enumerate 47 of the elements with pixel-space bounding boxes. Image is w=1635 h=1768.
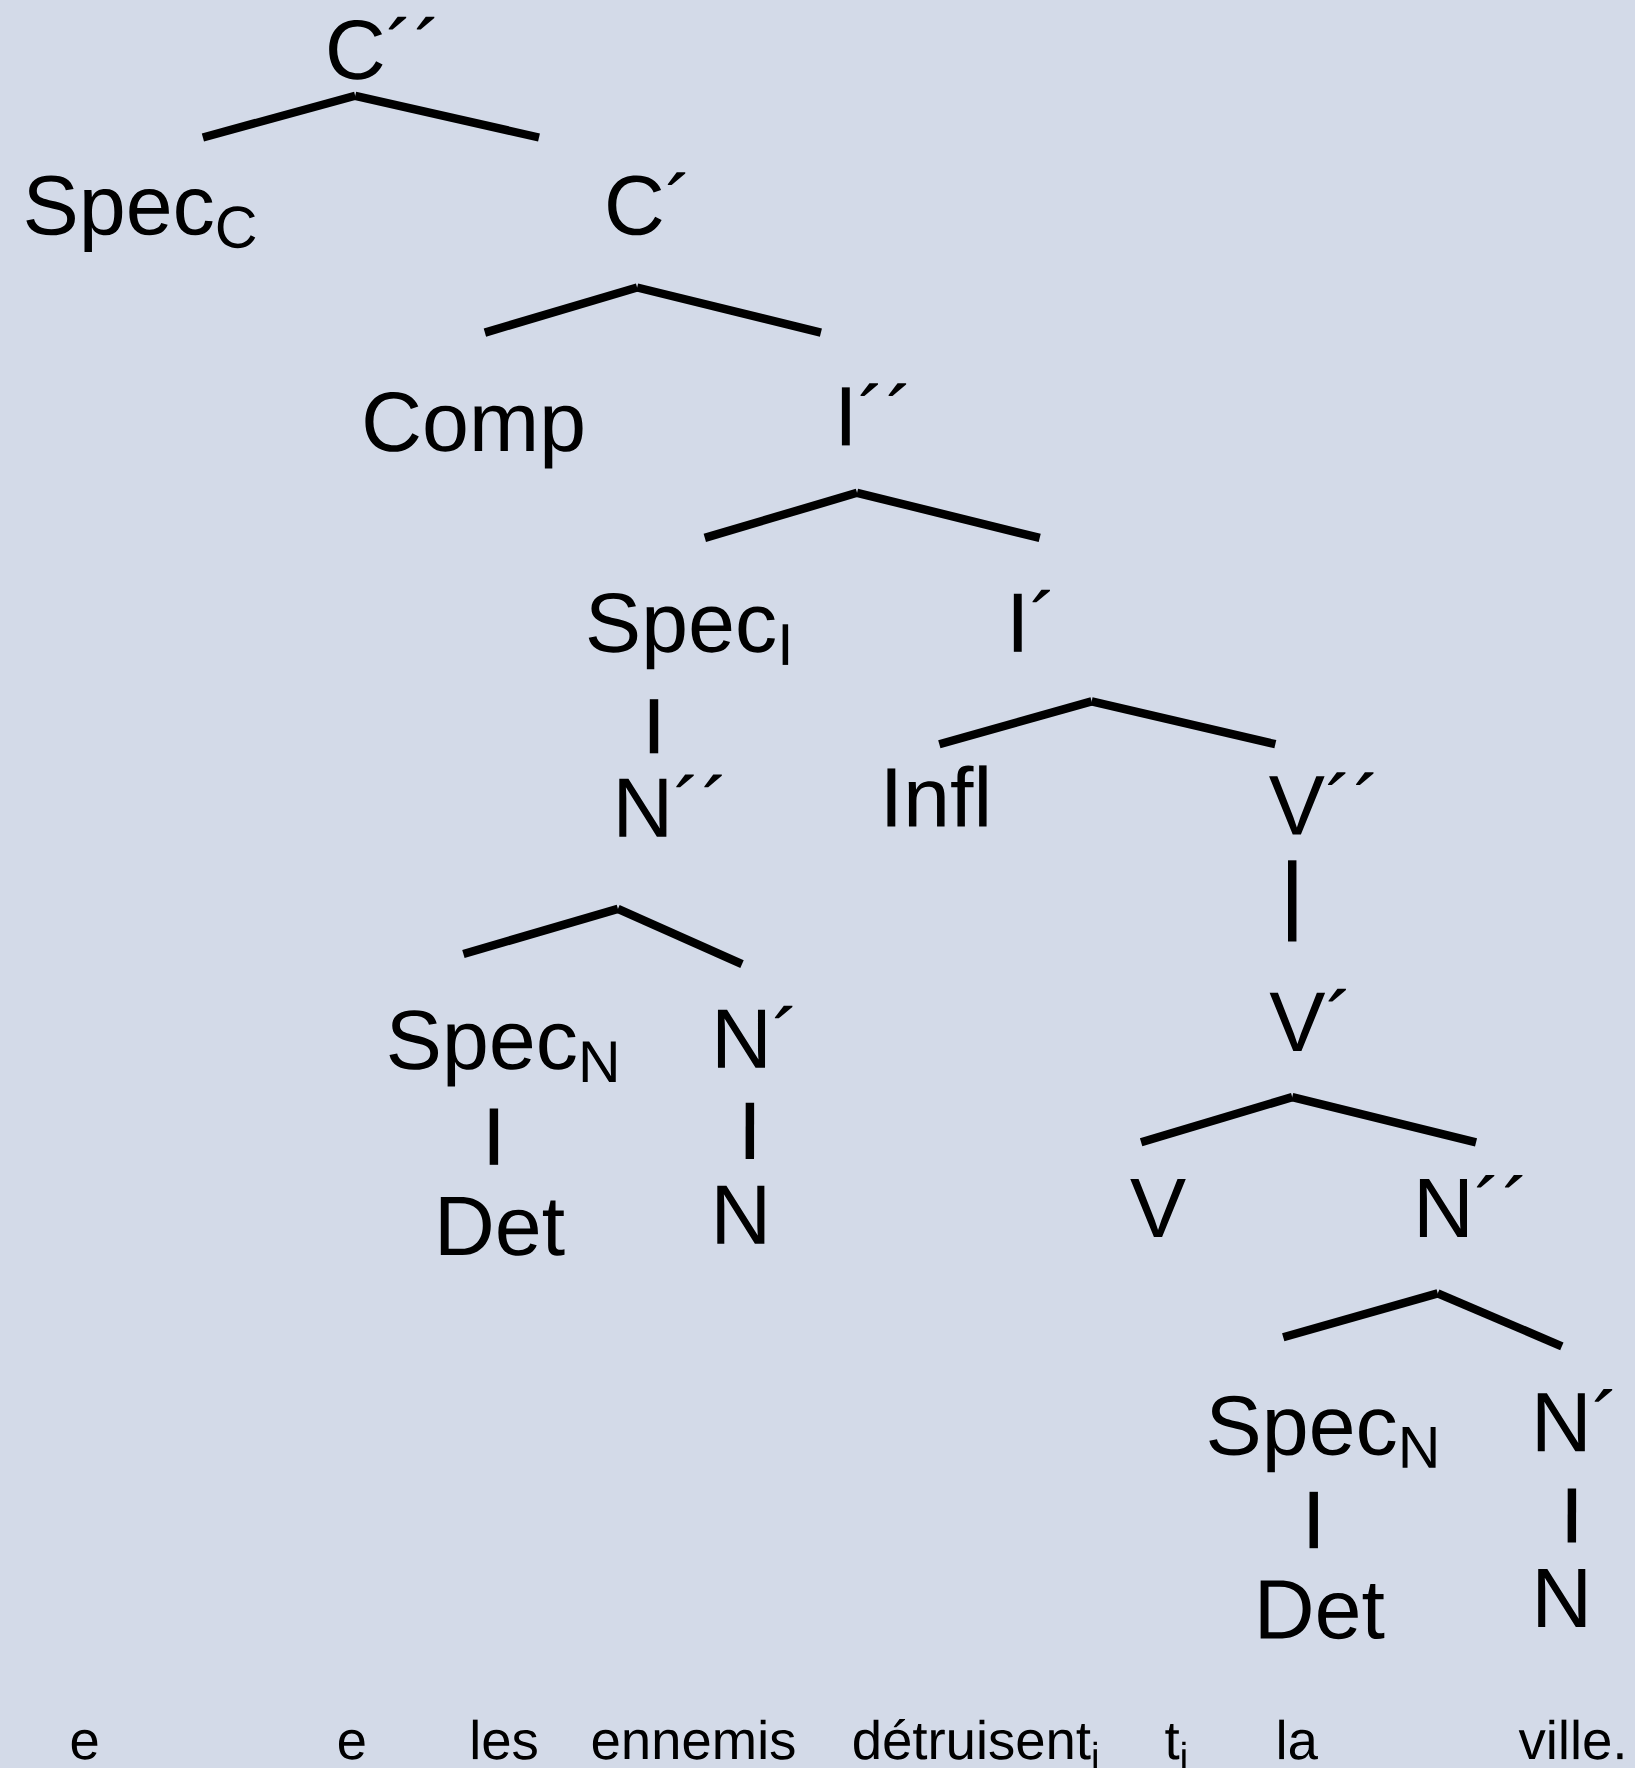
tree-branch [201, 91, 357, 142]
sentence-word: ennemis [592, 1719, 795, 1760]
tree-label: Comp [365, 392, 583, 469]
tree-label: Infl [887, 765, 987, 827]
tree-branch [703, 488, 859, 542]
tree-branch [1436, 1289, 1564, 1351]
sentence-word: ville. [1518, 1719, 1623, 1760]
tree-branch [354, 91, 540, 142]
tree-label: N´´ [619, 774, 722, 837]
tree-branch [745, 1102, 755, 1160]
tree-label: Spec$_{N}$ [389, 1010, 616, 1087]
tree-label: Det [440, 1196, 565, 1256]
tree-label: Det [1260, 1580, 1385, 1640]
tree-label: N [717, 1185, 765, 1244]
tree-branch [1288, 860, 1297, 942]
tree-branch [462, 904, 620, 959]
tree-branch [489, 1108, 499, 1165]
tree-label: N´ [717, 1005, 793, 1068]
tree-label: V [1130, 1178, 1186, 1237]
tree-label: V´ [1269, 988, 1346, 1051]
tree-label: N´ [1537, 1389, 1613, 1452]
tree-label: C´´ [329, 16, 435, 80]
tree-label: N´´ [1419, 1174, 1523, 1237]
sentence-word: e [71, 1729, 98, 1760]
tree-branch [1282, 1289, 1439, 1342]
tree-label: C´ [608, 172, 686, 236]
tree-branch [1291, 1093, 1478, 1147]
tree-branch [1139, 1093, 1294, 1147]
tree-label: Spec$_{C}$ [26, 175, 256, 252]
tree-branch [1090, 697, 1277, 749]
tree-label: N [1538, 1569, 1586, 1628]
tree-branch [1309, 1491, 1318, 1549]
sentence-word: la [1279, 1719, 1318, 1760]
sentence-word: les [472, 1719, 537, 1760]
tree-label: I´ [1013, 589, 1050, 652]
tree-branch [636, 283, 822, 337]
tree-label: V´´ [1269, 772, 1374, 835]
tree-label: Spec$_{I}$ [588, 592, 789, 670]
tree-branch [1567, 1488, 1577, 1543]
tree-branch [938, 697, 1093, 749]
tree-branch [856, 488, 1041, 542]
tree-branch [649, 699, 659, 754]
sentence-word: e [338, 1729, 365, 1760]
tree-branch [483, 283, 639, 337]
tree-label: I´´ [841, 383, 907, 446]
tree-branch [616, 905, 744, 968]
tree-label: Spec$_{N}$ [1209, 1395, 1436, 1473]
